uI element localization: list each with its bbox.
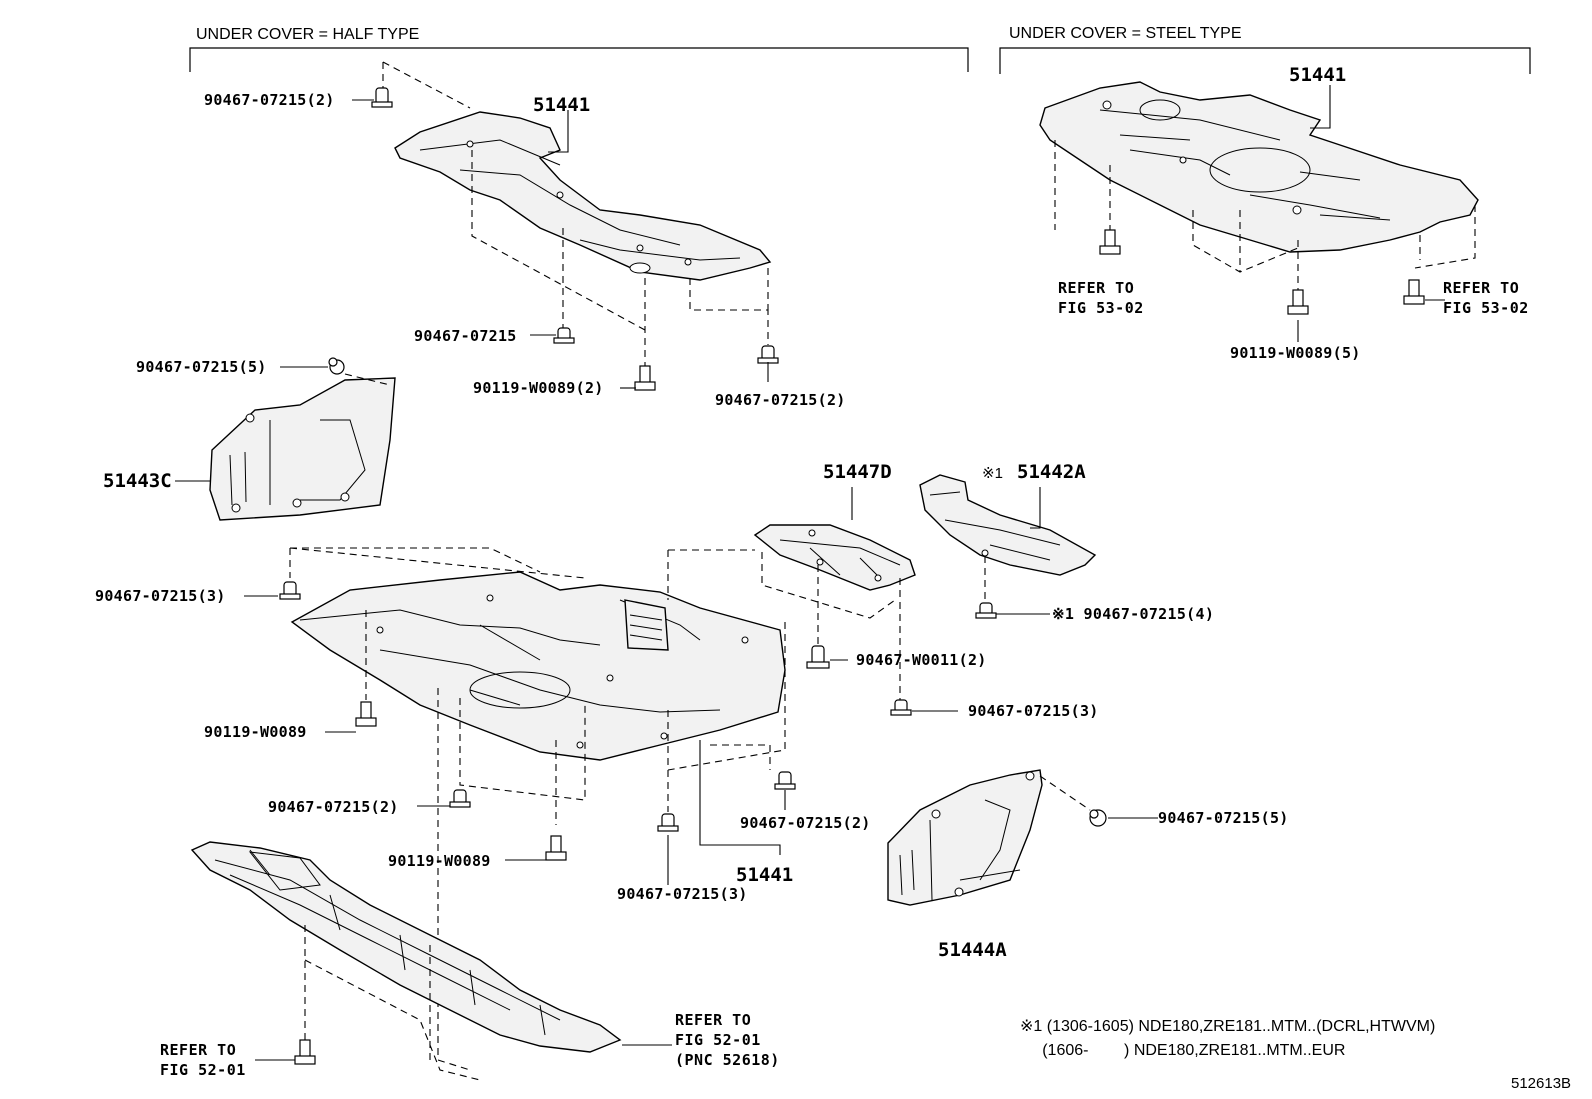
part-number-51442a[interactable]: 51442A bbox=[1017, 461, 1086, 483]
bolt-icon bbox=[355, 701, 377, 727]
bolt-icon bbox=[294, 1039, 316, 1065]
main-under-cover bbox=[290, 571, 786, 761]
clip-icon bbox=[1089, 809, 1107, 827]
refer-to-fig-53-02[interactable]: REFER TO FIG 53-02 bbox=[1058, 279, 1144, 317]
side-cover-51444a bbox=[887, 769, 1043, 906]
fastener-label[interactable]: 90467-07215(3) bbox=[617, 885, 748, 903]
clip-icon bbox=[806, 645, 830, 669]
bolt-icon bbox=[634, 365, 656, 391]
clip-icon bbox=[774, 771, 796, 790]
fastener-label[interactable]: 90467-07215(3) bbox=[95, 587, 226, 605]
clip-icon bbox=[975, 602, 997, 619]
clip-icon bbox=[657, 813, 679, 832]
footnote-line-1: ※1 (1306-1605) NDE180,ZRE181..MTM..(DCRL… bbox=[1020, 1018, 1436, 1035]
part-number-51447d[interactable]: 51447D bbox=[823, 461, 892, 483]
fastener-label[interactable]: 90467-07215(5) bbox=[1158, 809, 1289, 827]
part-number-51444a[interactable]: 51444A bbox=[938, 939, 1007, 961]
side-cover-51443c bbox=[209, 377, 396, 521]
refer-to-fig-53-02[interactable]: REFER TO FIG 53-02 bbox=[1443, 279, 1529, 317]
fastener-label[interactable]: 90467-07215(2) bbox=[204, 91, 335, 109]
fastener-label[interactable]: 90119-W0089 bbox=[388, 852, 491, 870]
fastener-label[interactable]: 90119-W0089 bbox=[204, 723, 307, 741]
clip-icon bbox=[890, 699, 912, 716]
clip-icon bbox=[449, 789, 471, 808]
bolt-icon bbox=[1287, 289, 1309, 315]
clip-icon bbox=[757, 345, 779, 364]
fastener-label[interactable]: 90467-07215(3) bbox=[968, 702, 1099, 720]
clip-icon bbox=[279, 581, 301, 600]
steel-type-bracket bbox=[999, 47, 1531, 74]
steel-type-under-cover bbox=[1039, 81, 1479, 253]
fastener-label[interactable]: 90119-W0089(5) bbox=[1230, 344, 1361, 362]
fastener-label[interactable]: 90467-07215(2) bbox=[740, 814, 871, 832]
clip-icon bbox=[553, 327, 575, 344]
note-mark: ※1 bbox=[982, 465, 1003, 482]
bolt-icon bbox=[1099, 229, 1121, 255]
refer-to-fig-52-01[interactable]: REFER TO FIG 52-01 bbox=[160, 1041, 246, 1079]
footnote-line-2: (1606- ) NDE180,ZRE181..MTM..EUR bbox=[1020, 1042, 1346, 1059]
clip-icon bbox=[371, 87, 393, 108]
cover-51447d bbox=[753, 524, 916, 591]
half-type-section-label: UNDER COVER = HALF TYPE bbox=[196, 26, 420, 43]
refer-to-fig-52-01-pnc[interactable]: REFER TO FIG 52-01 (PNC 52618) bbox=[675, 1011, 780, 1069]
fastener-label[interactable]: 90467-07215(5) bbox=[136, 358, 267, 376]
fastener-label[interactable]: ※1 90467-07215(4) bbox=[1052, 605, 1215, 623]
steel-type-section-label: UNDER COVER = STEEL TYPE bbox=[1009, 25, 1242, 42]
fastener-label[interactable]: 90119-W0089(2) bbox=[473, 379, 604, 397]
fastener-label[interactable]: 90467-07215 bbox=[414, 327, 517, 345]
clip-icon bbox=[328, 357, 345, 375]
part-number-51443c[interactable]: 51443C bbox=[103, 470, 172, 492]
fastener-label[interactable]: 90467-W0011(2) bbox=[856, 651, 987, 669]
bolt-icon bbox=[545, 835, 567, 861]
fastener-label[interactable]: 90467-07215(2) bbox=[268, 798, 399, 816]
figure-code: 512613B bbox=[1511, 1075, 1572, 1092]
fastener-label[interactable]: 90467-07215(2) bbox=[715, 391, 846, 409]
bumper-support-bracket bbox=[190, 841, 622, 1053]
part-number-51441-top[interactable]: 51441 bbox=[533, 94, 591, 116]
half-type-under-cover bbox=[394, 111, 772, 281]
half-type-bracket bbox=[189, 47, 969, 72]
cover-51442a bbox=[919, 474, 1097, 576]
bolt-icon bbox=[1403, 279, 1425, 305]
part-number-51441-steel[interactable]: 51441 bbox=[1289, 64, 1347, 86]
part-number-51441-main[interactable]: 51441 bbox=[736, 864, 794, 886]
